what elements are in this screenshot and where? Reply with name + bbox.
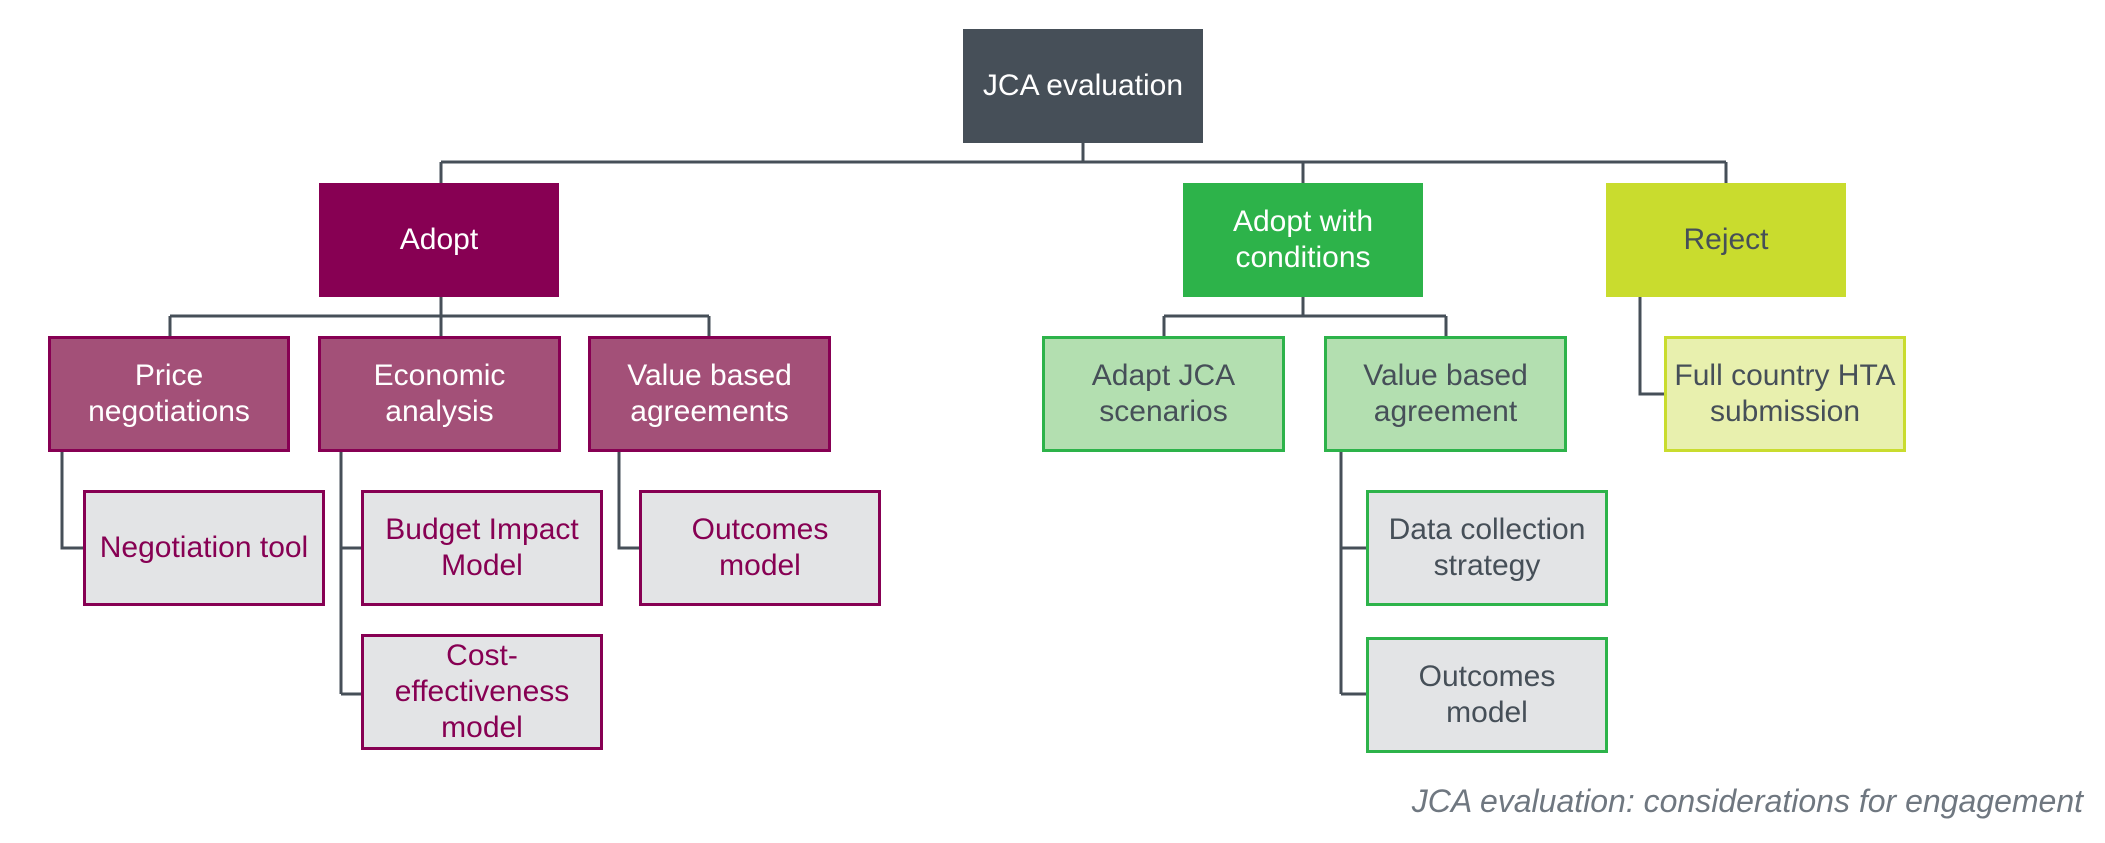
- price-negotiations-node: Price negotiations: [48, 336, 290, 452]
- negotiation-tool-node: Negotiation tool: [83, 490, 325, 606]
- root-node: JCA evaluation: [963, 29, 1203, 143]
- connector-to-negotiation-tool: [60, 452, 83, 550]
- cost-effectiveness-model-node: Cost-effectiveness model: [361, 634, 603, 750]
- adopt-with-conditions-node: Adopt with conditions: [1183, 183, 1423, 297]
- adapt-jca-scenarios-node: Adapt JCA scenarios: [1042, 336, 1285, 452]
- reject-node: Reject: [1606, 183, 1846, 297]
- budget-impact-model-node: Budget Impact Model: [361, 490, 603, 606]
- connector-to-full-hta: [1638, 297, 1664, 396]
- economic-analysis-node: Economic analysis: [318, 336, 561, 452]
- diagram-caption: JCA evaluation: considerations for engag…: [1411, 783, 2083, 819]
- connector-to-adopt-outcomes: [617, 452, 639, 550]
- value-based-agreements-node: Value based agreements: [588, 336, 831, 452]
- conditions-outcomes-model-node: Outcomes model: [1366, 637, 1608, 753]
- data-collection-strategy-node: Data collection strategy: [1366, 490, 1608, 606]
- full-country-hta-submission-node: Full country HTA submission: [1664, 336, 1906, 452]
- adopt-node: Adopt: [319, 183, 559, 297]
- adopt-outcomes-model-node: Outcomes model: [639, 490, 881, 606]
- value-based-agreement-node: Value based agreement: [1324, 336, 1567, 452]
